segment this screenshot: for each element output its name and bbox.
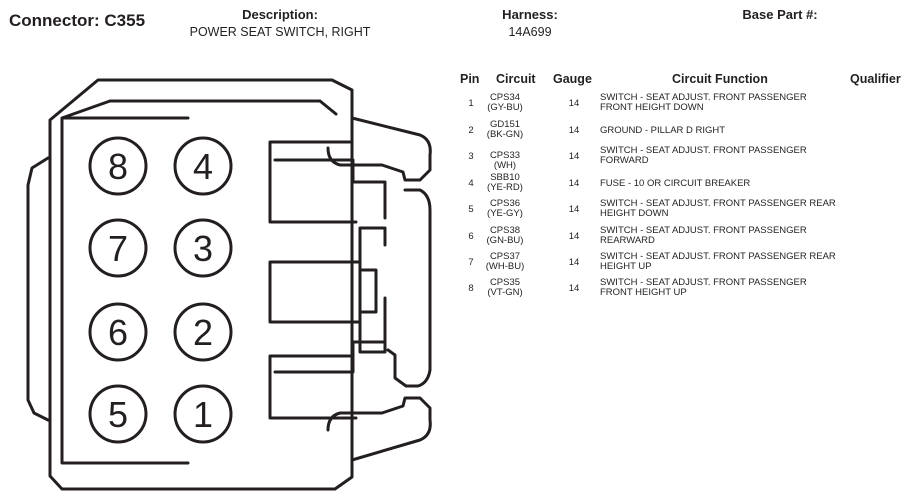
table-row: 3 CPS33 (WH) 14 SWITCH - SEAT ADJUST. FR… (0, 143, 913, 171)
cell-function: SWITCH - SEAT ADJUST. FRONT PASSENGER RE… (600, 225, 807, 246)
table-row: 4 SBB10 (YE-RD) 14 FUSE - 10 OR CIRCUIT … (0, 170, 913, 196)
cell-pin: 1 (468, 98, 474, 109)
cell-pin: 6 (468, 231, 474, 242)
latch-lower-block (268, 354, 358, 420)
cell-circuit: CPS36 (YE-GY) (487, 198, 523, 219)
pin-number: 3 (193, 228, 213, 269)
cell-pin: 5 (468, 204, 474, 215)
cell-circuit: CPS37 (WH-BU) (485, 251, 525, 272)
col-header-circuit-function: Circuit Function (672, 72, 768, 86)
cell-gauge: 14 (568, 204, 580, 215)
cell-gauge: 14 (568, 231, 580, 242)
description-value: POWER SEAT SWITCH, RIGHT (189, 25, 371, 39)
cell-circuit: SBB10 (YE-RD) (487, 172, 523, 193)
pin-circle-8 (88, 136, 148, 196)
housing-left-bump (26, 156, 50, 422)
pin-circle-3 (173, 218, 233, 278)
col-header-pin: Pin (460, 72, 480, 86)
latch-lower-inner (273, 296, 387, 374)
harness-value: 14A699 (508, 25, 552, 39)
cell-pin: 2 (468, 125, 474, 136)
latch-center-rail (358, 226, 387, 354)
cell-pin: 7 (468, 257, 474, 268)
table-row: 7 CPS37 (WH-BU) 14 SWITCH - SEAT ADJUST.… (0, 249, 913, 275)
pin-circle-7 (88, 218, 148, 278)
harness-label: Harness: (502, 7, 558, 22)
cell-function: SWITCH - SEAT ADJUST. FRONT PASSENGER RE… (600, 251, 836, 272)
table-row: 5 CPS36 (YE-GY) 14 SWITCH - SEAT ADJUST.… (0, 196, 913, 222)
table-row: 6 CPS38 (GN-BU) 14 SWITCH - SEAT ADJUST.… (0, 223, 913, 249)
pin-circle-1 (173, 384, 233, 444)
latch-right-track (386, 188, 432, 388)
cell-gauge: 14 (568, 178, 580, 189)
connector-title: Connector: C355 (9, 11, 146, 30)
col-header-circuit: Circuit (496, 72, 536, 86)
cell-circuit: CPS33 (WH) (489, 150, 521, 171)
cell-circuit: CPS35 (VT-GN) (487, 277, 523, 298)
latch-top-arm (326, 116, 432, 182)
description-label: Description: (242, 7, 318, 22)
pin-circle-6 (88, 302, 148, 362)
cell-function: SWITCH - SEAT ADJUST. FRONT PASSENGER FR… (600, 92, 807, 113)
cell-function: FUSE - 10 OR CIRCUIT BREAKER (600, 178, 751, 189)
cell-gauge: 14 (568, 257, 580, 268)
cell-circuit: CPS34 (GY-BU) (487, 92, 523, 113)
cell-gauge: 14 (568, 125, 580, 136)
pin-number: 7 (108, 228, 128, 269)
latch-center-key (268, 260, 362, 324)
pin-circle-4 (173, 136, 233, 196)
cell-gauge: 14 (568, 98, 580, 109)
col-header-qualifier: Qualifier (850, 72, 901, 86)
cell-pin: 8 (468, 283, 474, 294)
pin-number: 8 (108, 146, 128, 187)
cell-gauge: 14 (568, 151, 580, 162)
pin-circle-5 (88, 384, 148, 444)
table-row: 2 GD151 (BK-GN) 14 GROUND - PILLAR D RIG… (0, 117, 913, 143)
col-header-gauge: Gauge (553, 72, 592, 86)
cell-pin: 3 (468, 151, 474, 162)
pin-number: 5 (108, 394, 128, 435)
cell-function: GROUND - PILLAR D RIGHT (600, 125, 726, 136)
table-row: 8 CPS35 (VT-GN) 14 SWITCH - SEAT ADJUST.… (0, 275, 913, 301)
cell-function: SWITCH - SEAT ADJUST. FRONT PASSENGER RE… (600, 198, 836, 219)
housing-outline (48, 78, 354, 491)
latch-upper-block (268, 140, 358, 224)
pin-number: 6 (108, 312, 128, 353)
cell-gauge: 14 (568, 283, 580, 294)
pin-number: 1 (193, 394, 213, 435)
cell-function: SWITCH - SEAT ADJUST. FRONT PASSENGER FR… (600, 277, 807, 298)
pin-circle-2 (173, 302, 233, 362)
table-row: 1 CPS34 (GY-BU) 14 SWITCH - SEAT ADJUST.… (0, 90, 913, 116)
cell-circuit: GD151 (BK-GN) (486, 119, 524, 140)
cell-pin: 4 (468, 178, 474, 189)
pin-number: 4 (193, 146, 213, 187)
latch-bottom-arm (326, 396, 432, 462)
latch-center-notch (360, 268, 378, 314)
cell-function: SWITCH - SEAT ADJUST. FRONT PASSENGER FO… (600, 145, 807, 166)
cell-circuit: CPS38 (GN-BU) (486, 225, 524, 246)
base-part-label: Base Part #: (742, 7, 818, 22)
housing-inner-outline (60, 99, 338, 465)
latch-upper-inner (273, 158, 387, 220)
pin-number: 2 (193, 312, 213, 353)
